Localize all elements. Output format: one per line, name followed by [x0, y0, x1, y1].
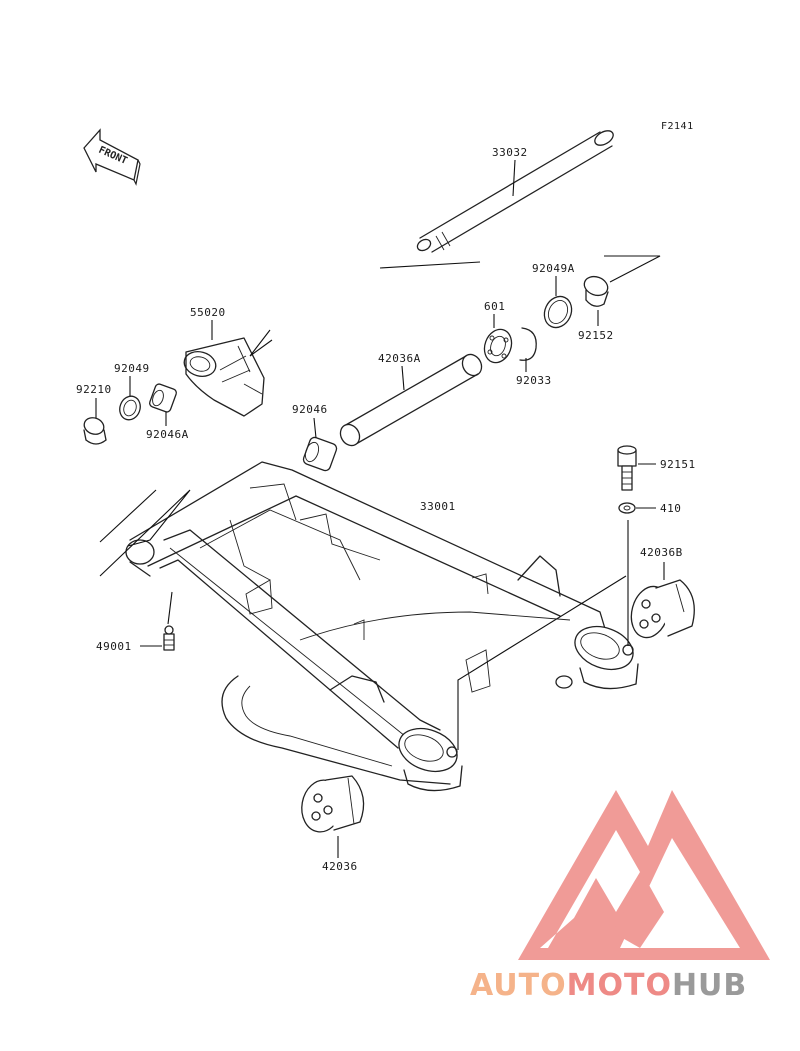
label-42036B: 42036B: [640, 546, 683, 559]
washer-410: [618, 502, 636, 514]
label-92046: 92046: [292, 403, 328, 416]
label-92049: 92049: [114, 362, 150, 375]
collar-92210: [83, 417, 107, 445]
bearing-601: [483, 328, 513, 364]
label-92033: 92033: [516, 374, 552, 387]
label-92152: 92152: [578, 329, 614, 342]
pivot-shaft-33032: [416, 130, 614, 253]
seal-92049: [119, 395, 141, 421]
bushing-42036: [301, 775, 365, 833]
needle-bearing-92046A: [149, 383, 177, 413]
label-55020: 55020: [190, 306, 226, 319]
front-arrow-icon: FRONT: [83, 128, 141, 186]
chain-cover-55020: [183, 337, 265, 417]
label-92210: 92210: [76, 383, 112, 396]
grease-nipple-49001: [163, 625, 175, 651]
watermark-text: AUTOMOTOHUB: [470, 968, 747, 1003]
label-33001: 33001: [420, 500, 456, 513]
collar-92152: [583, 275, 609, 307]
swingarm-33001: [125, 461, 639, 792]
label-49001: 49001: [96, 640, 132, 653]
watermark-auto: AUTO: [470, 968, 567, 1003]
label-601: 601: [484, 300, 505, 313]
watermark-moto: MOTO: [567, 968, 672, 1003]
label-42036A: 42036A: [378, 352, 421, 365]
circlip-92033: [519, 327, 537, 361]
label-33032: 33032: [492, 146, 528, 159]
label-410: 410: [660, 502, 681, 515]
label-42036: 42036: [322, 860, 358, 873]
bushing-42036B: [630, 579, 695, 639]
ref-code: F2141: [661, 121, 694, 132]
label-92046A: 92046A: [146, 428, 189, 441]
bolt-92151: [617, 445, 637, 491]
sleeve-42036A: [339, 353, 483, 447]
label-92049A: 92049A: [532, 262, 575, 275]
label-92151: 92151: [660, 458, 696, 471]
seal-92049A: [543, 295, 573, 329]
watermark-logo-mark: [518, 790, 770, 960]
watermark-hub: HUB: [672, 968, 747, 1003]
needle-bearing-92046: [302, 436, 338, 472]
